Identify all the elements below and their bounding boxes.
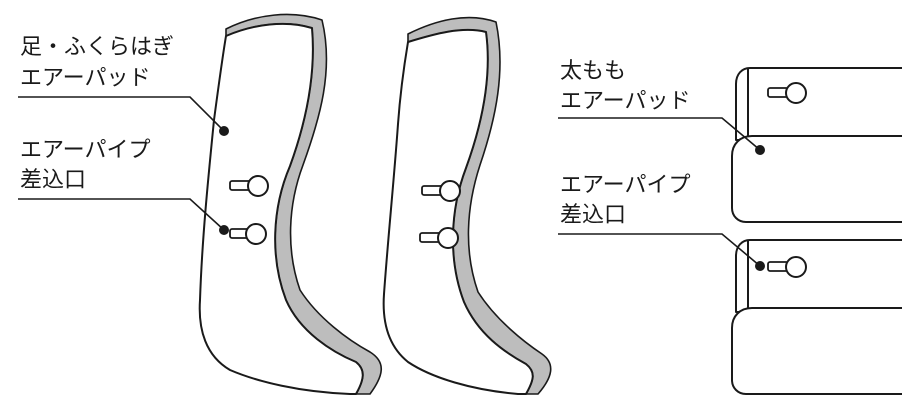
middle-leg-upper-pipe-port	[421, 180, 461, 202]
right-pipe-leader-dot	[755, 261, 765, 271]
left-leg-lower-pipe-port	[229, 223, 267, 245]
thigh-air-pad-lower	[731, 239, 902, 395]
right-pipe-leader-line	[558, 233, 761, 267]
middle-leg-body	[382, 28, 534, 395]
left-pad-label-line-2: エアーパッド	[20, 66, 150, 91]
right-pipe-label-line-1: エアーパイプ	[560, 173, 690, 198]
right-pad-label-line-1: 太もも	[560, 59, 626, 84]
right-pad-leader-dot	[755, 145, 765, 155]
left-pipe-label-line-1: エアーパイプ	[20, 138, 150, 163]
thigh-air-pad-upper	[731, 67, 902, 223]
right-pad-leader-line	[558, 117, 761, 151]
right-pad-label-line-2: エアーパッド	[560, 89, 690, 114]
middle-leg-lower-pipe-port	[419, 227, 459, 249]
thigh-lower-bottom-section	[731, 307, 902, 395]
left-leg-upper-pipe-port	[229, 175, 269, 197]
middle-leg-air-pad	[382, 16, 552, 395]
left-pipe-leader-dot	[219, 225, 229, 235]
left-leg-air-pad	[198, 13, 383, 395]
left-pad-leader-line	[18, 96, 225, 132]
left-pad-label-line-1: 足・ふくらはぎ	[20, 35, 174, 60]
right-pipe-label-line-2: 差込口	[560, 203, 626, 228]
thigh-upper-top-section	[735, 67, 902, 141]
left-pipe-callout: エアーパイプ 差込口	[18, 138, 229, 235]
thigh-upper-pipe-port	[767, 82, 807, 104]
thigh-lower-top-section	[735, 239, 902, 313]
right-pipe-callout: エアーパイプ 差込口	[558, 173, 765, 271]
left-pad-leader-dot	[219, 126, 229, 136]
left-leg-body	[198, 22, 364, 395]
left-pipe-leader-line	[18, 198, 225, 231]
left-pad-callout: 足・ふくらはぎ エアーパッド	[18, 35, 229, 136]
left-pipe-label-line-2: 差込口	[20, 168, 86, 193]
right-pad-callout: 太もも エアーパッド	[558, 59, 765, 155]
thigh-lower-pipe-port	[767, 256, 807, 278]
